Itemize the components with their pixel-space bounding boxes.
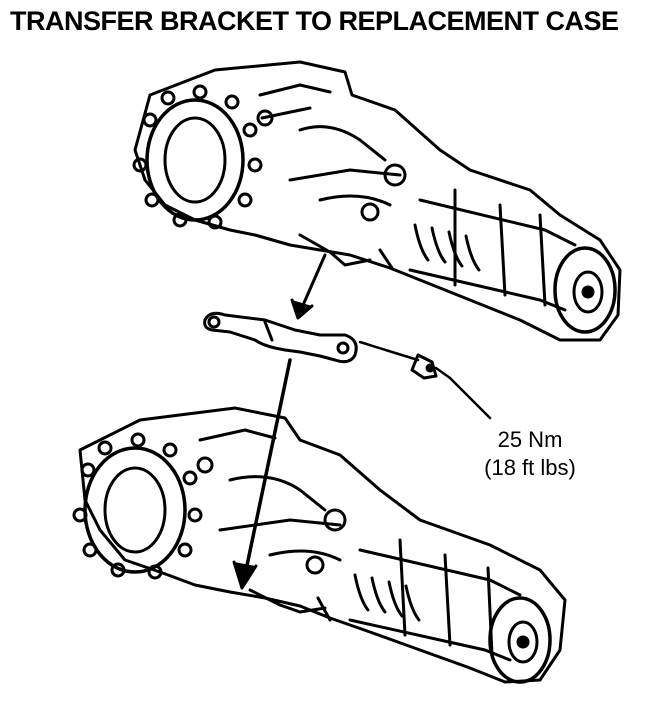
old-transfer-case [132,60,622,342]
torque-leader-line [448,376,492,420]
arrow-bracket-to-new-case [232,358,292,590]
mounting-bolt [358,340,452,380]
mounting-bracket [203,311,358,364]
replacement-transfer-case [72,406,567,684]
arrow-case-to-bracket [290,253,327,320]
torque-metric: 25 Nm [497,427,563,452]
diagram-title: TRANSFER BRACKET TO REPLACEMENT CASE [10,6,619,36]
torque-imperial: (18 ft lbs) [484,455,576,480]
torque-spec-callout: 25 Nm (18 ft lbs) [470,426,590,482]
